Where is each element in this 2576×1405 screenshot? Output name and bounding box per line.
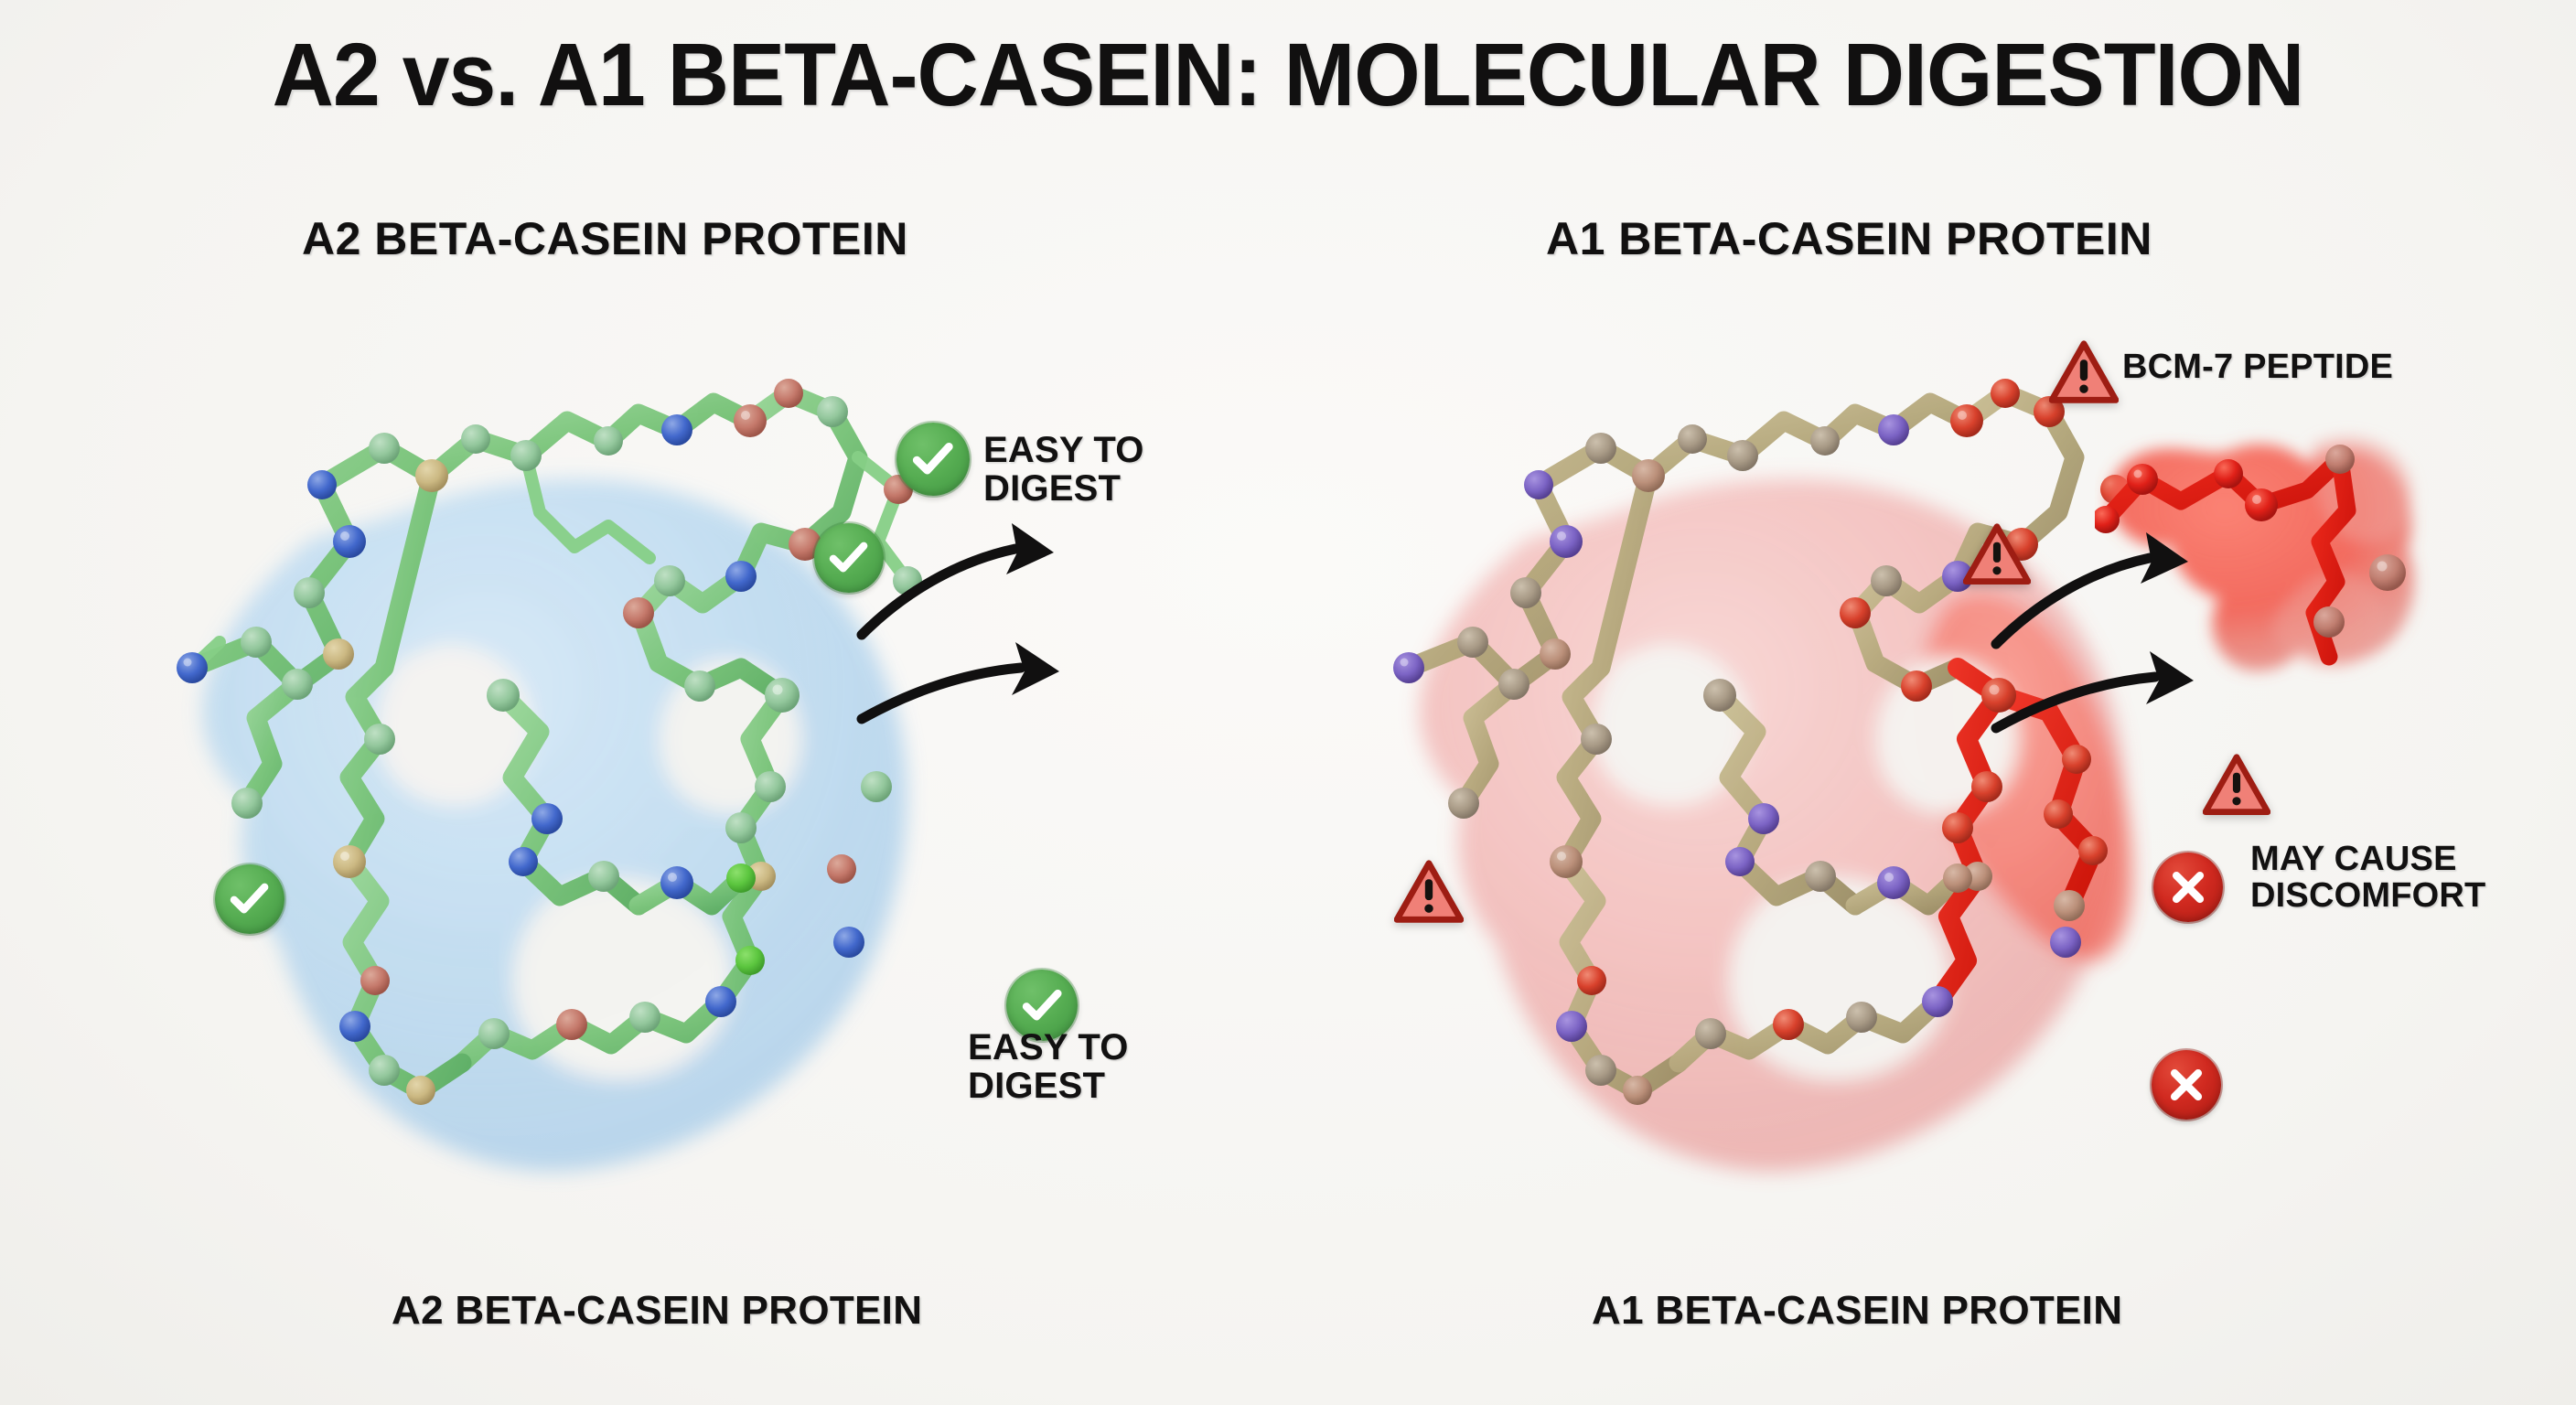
may-cause-discomfort-label: MAY CAUSE DISCOMFORT xyxy=(2250,840,2486,915)
label-line-2: DIGEST xyxy=(983,467,1122,509)
warning-triangle-icon xyxy=(2048,340,2120,404)
label-line-1: EASY TO xyxy=(968,1027,1129,1067)
left-panel-heading: A2 BETA-CASEIN PROTEIN xyxy=(302,213,908,264)
right-panel-caption: A1 BETA-CASEIN PROTEIN xyxy=(1592,1288,2123,1333)
warning-triangle-icon xyxy=(1962,523,2032,585)
cross-icon xyxy=(2153,853,2223,922)
check-icon xyxy=(215,864,284,934)
bcm7-peptide-label: BCM-7 PEPTIDE xyxy=(2122,349,2393,386)
check-icon xyxy=(814,523,884,593)
left-panel-caption: A2 BETA-CASEIN PROTEIN xyxy=(392,1288,923,1333)
label-line-1: EASY TO xyxy=(983,430,1144,470)
warning-triangle-icon xyxy=(1393,860,1465,924)
easy-to-digest-label-bottom: EASY TO DIGEST xyxy=(968,1027,1129,1106)
easy-to-digest-label-top: EASY TO DIGEST xyxy=(983,430,1144,509)
bcm7-peptide-fragment xyxy=(2095,402,2479,713)
cross-icon xyxy=(2152,1050,2221,1120)
label-line-2: DISCOMFORT xyxy=(2250,875,2486,915)
label-line-1: BCM-7 PEPTIDE xyxy=(2122,348,2394,386)
a1-beta-casein-molecule xyxy=(1326,302,2205,1226)
label-line-1: MAY CAUSE xyxy=(2250,840,2457,878)
label-line-2: DIGEST xyxy=(968,1065,1106,1106)
page-title: A2 vs. A1 BETA-CASEIN: MOLECULAR DIGESTI… xyxy=(272,25,2305,124)
warning-triangle-icon xyxy=(2202,754,2271,816)
right-panel-heading: A1 BETA-CASEIN PROTEIN xyxy=(1546,213,2152,264)
check-icon xyxy=(1006,970,1078,1041)
check-icon xyxy=(896,423,970,496)
a2-beta-casein-molecule xyxy=(110,302,979,1226)
